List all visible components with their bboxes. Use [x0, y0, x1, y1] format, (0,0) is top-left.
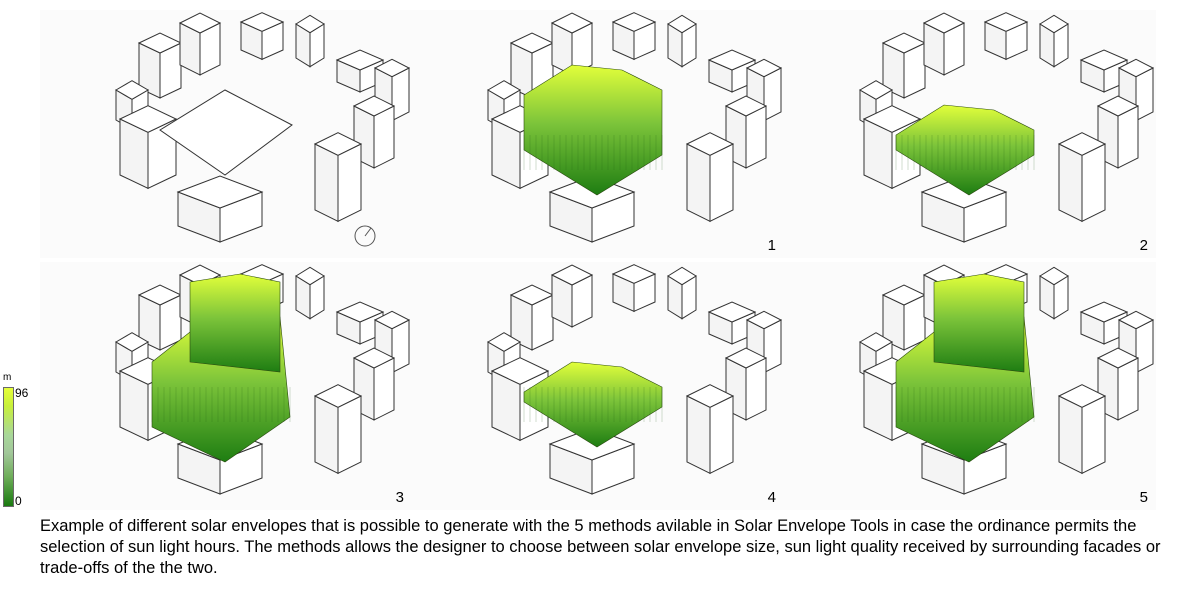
surrounding-building [295, 266, 325, 320]
solar-envelope [151, 273, 291, 463]
solar-envelope [523, 361, 663, 448]
surrounding-building [685, 132, 735, 223]
legend-max-label: 96 [15, 386, 29, 400]
surrounding-building [611, 264, 657, 313]
envelope-panel: 1 [412, 10, 784, 258]
surrounding-building [509, 284, 555, 351]
surrounding-building [667, 266, 697, 320]
surrounding-building [667, 14, 697, 68]
surrounding-building [922, 12, 966, 76]
surrounding-building [352, 347, 396, 421]
surrounding-building [137, 32, 183, 99]
solar-envelope [523, 64, 663, 196]
solar-envelope [159, 89, 293, 176]
surrounding-building [1039, 266, 1069, 320]
surrounding-building [611, 12, 657, 61]
sun-compass-icon [354, 225, 376, 247]
surrounding-building [724, 95, 768, 169]
panel-number: 3 [395, 489, 404, 506]
panel-number: 2 [1139, 237, 1148, 254]
surrounding-building [983, 12, 1029, 61]
surrounding-building [881, 284, 927, 351]
envelope-panel: 5 [784, 262, 1156, 510]
panel-number: 5 [1139, 489, 1148, 506]
surrounding-building [745, 310, 783, 374]
legend-min-label: 0 [15, 494, 22, 508]
solar-envelope [895, 273, 1035, 463]
surrounding-building [509, 32, 555, 99]
panel-number: 1 [767, 237, 776, 254]
surrounding-building [685, 384, 735, 475]
height-legend: m 96 0 [0, 370, 40, 510]
surrounding-building [707, 301, 757, 345]
envelope-panel: 2 [784, 10, 1156, 258]
legend-unit: m [3, 372, 12, 383]
surrounding-building [295, 14, 325, 68]
surrounding-building [881, 32, 927, 99]
surrounding-building [176, 175, 264, 243]
surrounding-building [1057, 132, 1107, 223]
surrounding-building [550, 264, 594, 328]
envelope-panel [40, 10, 412, 258]
surrounding-building [178, 12, 222, 76]
surrounding-building [1039, 14, 1069, 68]
surrounding-building [137, 284, 183, 351]
surrounding-building [313, 384, 363, 475]
surrounding-building [118, 105, 178, 190]
surrounding-building [1057, 384, 1107, 475]
surrounding-building [724, 347, 768, 421]
solar-envelope [895, 104, 1035, 196]
surrounding-building [550, 12, 594, 76]
envelope-panel: 4 [412, 262, 784, 510]
figure-caption: Example of different solar envelopes tha… [40, 517, 1161, 577]
surrounding-building [239, 12, 285, 61]
envelope-panel: 3 [40, 262, 412, 510]
legend-color-bar [3, 387, 14, 507]
surrounding-building [313, 132, 363, 223]
panel-number: 4 [767, 489, 776, 506]
